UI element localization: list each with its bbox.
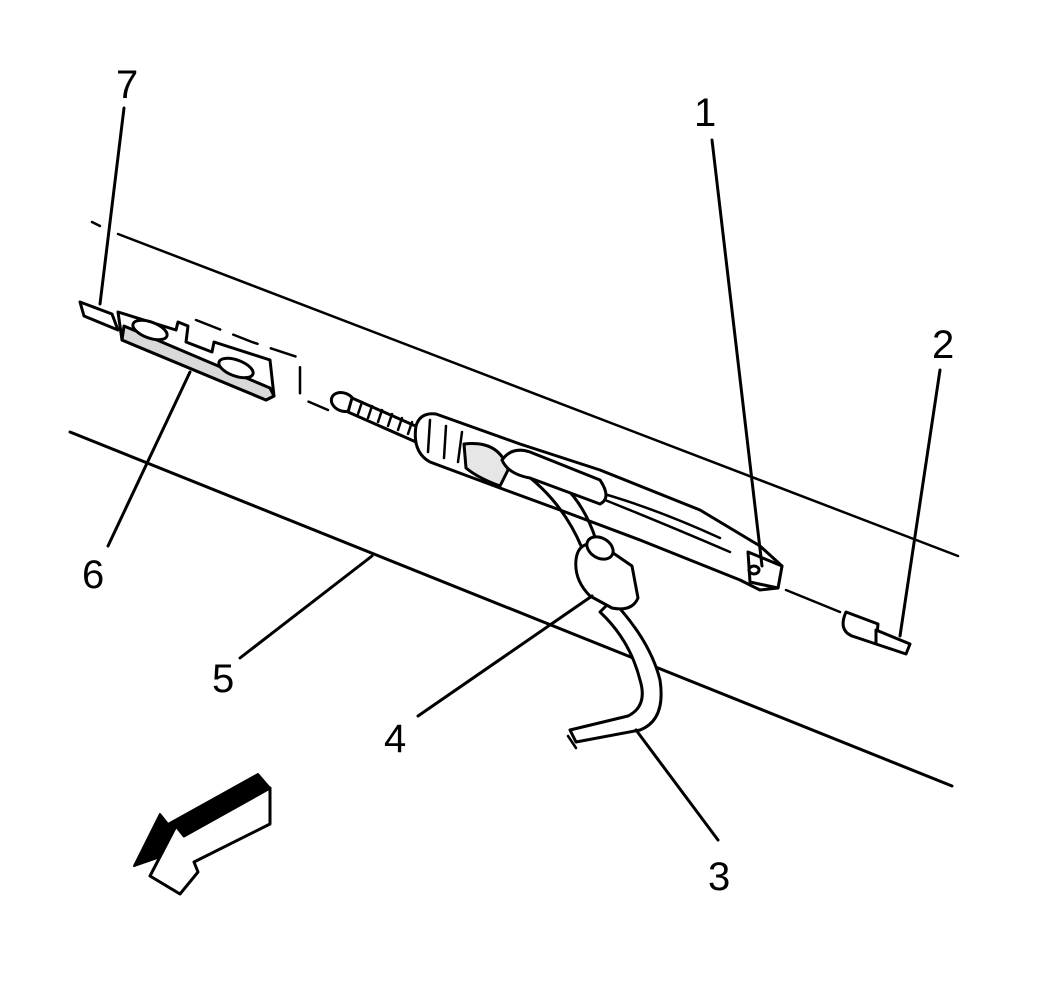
- cable-terminal-part-2: [784, 588, 912, 656]
- direction-arrow-icon: [133, 773, 272, 896]
- callout-4: 4: [384, 717, 406, 761]
- panel-edge-lower: [68, 430, 954, 788]
- panel-edge-upper: [90, 220, 960, 558]
- callout-labels: 1 2 3 4 5 6 7: [82, 63, 954, 899]
- callout-5: 5: [212, 657, 234, 701]
- retaining-strap: [500, 448, 608, 506]
- leader-lines: [98, 106, 942, 842]
- callout-7: 7: [116, 63, 138, 107]
- callout-6: 6: [82, 553, 104, 597]
- cable-end-spring: [329, 391, 422, 444]
- cable-bracket-part-6: [116, 310, 276, 402]
- callout-2: 2: [932, 323, 954, 367]
- grommet-part-4: [574, 535, 640, 611]
- bracket-tab-part-7: [78, 300, 120, 332]
- callout-1: 1: [694, 91, 716, 135]
- callout-3: 3: [708, 855, 730, 899]
- alignment-dashed-line: [194, 318, 330, 412]
